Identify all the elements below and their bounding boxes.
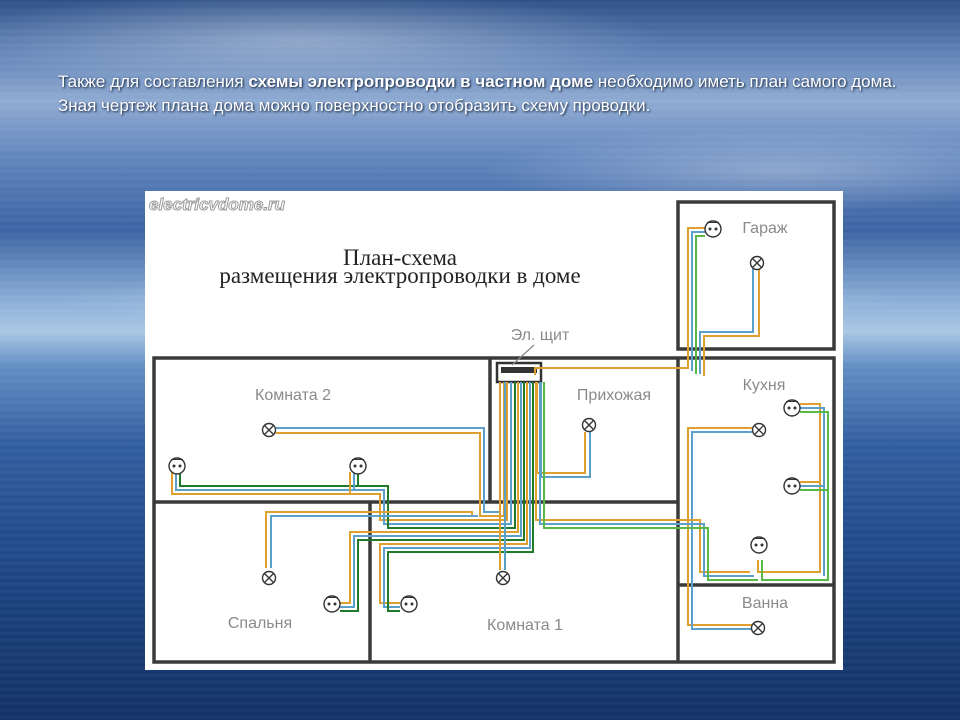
wire-garage-socket: [691, 231, 705, 371]
room-label-hallway: Прихожая: [577, 387, 651, 404]
walls: [152, 200, 836, 664]
wire-bedroom-lamp: [270, 515, 478, 568]
intro-part-1: Также для составления: [58, 72, 249, 91]
wire-room2-sockets: [175, 382, 512, 525]
wire-kitchen-sockets: [757, 403, 821, 573]
wire-garage-lamp: [703, 268, 760, 376]
wire-room2-sockets: [171, 382, 508, 521]
wire-room1-socket: [379, 382, 528, 604]
room-label-kitchen: Кухня: [743, 377, 786, 394]
watermark: electricvdome.ru: [149, 195, 286, 214]
room-label-room2: Комната 2: [255, 387, 331, 404]
wire-bathroom-lamp: [691, 621, 752, 630]
wire-bedroom-socket: [340, 382, 522, 608]
socket-room2-right-icon: [349, 457, 367, 475]
wire-garage-lamp: [699, 268, 754, 374]
wiring-plan: electricvdome.ru План-схема размещения э…: [145, 191, 843, 670]
wire-bedroom-socket: [340, 382, 525, 612]
room-label-bedroom: Спальня: [228, 615, 292, 632]
wire-kitchen-feed: [539, 382, 754, 577]
wire-kitchen-lamp: [687, 427, 752, 626]
intro-bold: схемы электропроводки в частном доме: [248, 72, 594, 91]
wire-kitchen-feed: [543, 382, 758, 581]
diagram-title-line2: размещения электропроводки в доме: [219, 263, 580, 288]
lamp-bathroom-icon: [750, 620, 766, 636]
lamp-garage-icon: [749, 255, 765, 271]
plan-svg: electricvdome.ru План-схема размещения э…: [149, 195, 836, 664]
socket-room1-icon: [400, 595, 418, 613]
wire-bedroom-lamp: [265, 511, 473, 568]
room-label-garage: Гараж: [742, 220, 787, 237]
room-label-room1: Комната 1: [487, 617, 563, 634]
wire-kitchen-feed: [535, 382, 750, 573]
socket-room2-left-icon: [168, 457, 186, 475]
wire-room1-socket: [383, 382, 531, 608]
lamp-hallway-icon: [581, 417, 597, 433]
lamp-bedroom-icon: [261, 570, 277, 586]
wire-kitchen-sockets: [761, 411, 829, 581]
intro-part-2: необходимо иметь план самого дома. Зная …: [58, 72, 897, 115]
socket-kitchen-top-icon: [783, 399, 801, 417]
wire-room1-socket: [387, 382, 534, 612]
socket-bedroom-icon: [323, 595, 341, 613]
panel-leader-line: [511, 344, 535, 366]
wire-kitchen-lamp: [691, 431, 752, 621]
socket-kitchen-mid-icon: [783, 477, 801, 495]
wire-garage-socket: [534, 227, 705, 375]
socket-garage-icon: [704, 220, 722, 238]
intro-text: Также для составления схемы электропрово…: [58, 70, 918, 118]
diagram-title-line1: План-схема: [343, 245, 457, 270]
wire-room2-sockets: [179, 382, 516, 529]
lamp-kitchen-icon: [751, 422, 767, 438]
panel-label: Эл. щит: [511, 327, 570, 344]
wire-bedroom-socket: [340, 382, 519, 604]
room-label-bathroom: Ванна: [742, 595, 788, 612]
lamp-room2-icon: [261, 422, 277, 438]
lamp-room1-icon: [495, 570, 511, 586]
wire-kitchen-sockets: [800, 407, 825, 576]
wire-garage-socket: [695, 235, 705, 374]
socket-kitchen-bottom-icon: [750, 536, 768, 554]
wiring: [171, 227, 829, 630]
